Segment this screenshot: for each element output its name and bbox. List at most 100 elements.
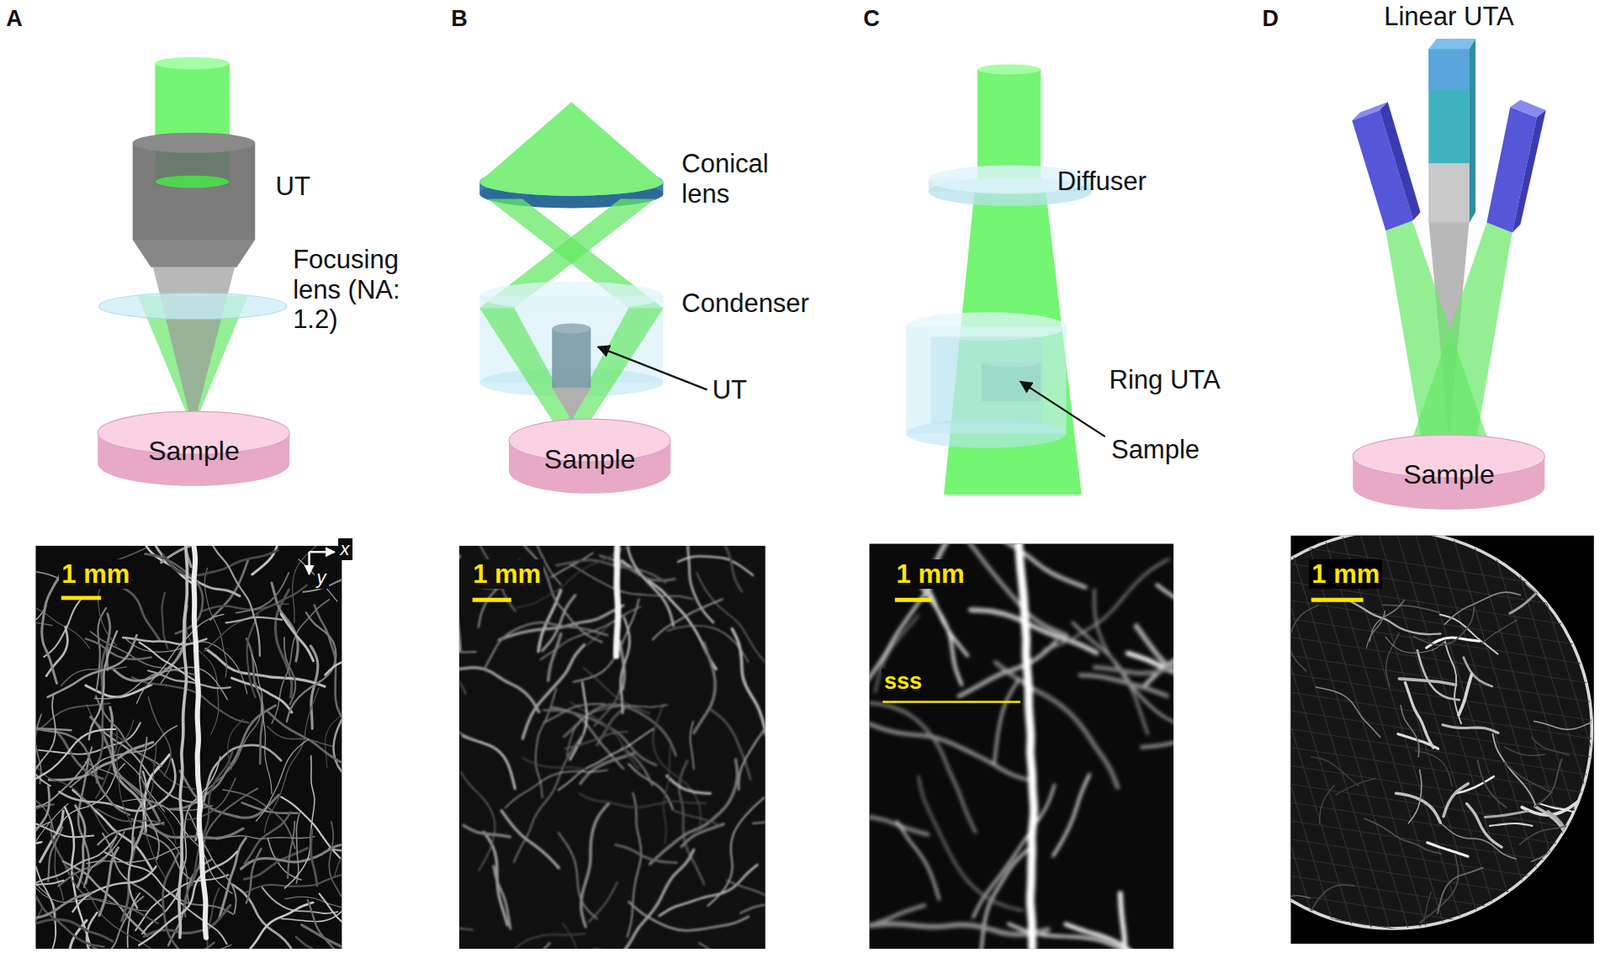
vessel bbox=[85, 639, 152, 660]
vessel bbox=[255, 739, 309, 822]
vessel bbox=[501, 810, 559, 869]
vessel bbox=[98, 579, 117, 646]
vessel bbox=[459, 651, 477, 674]
grid-line bbox=[1290, 585, 1592, 647]
vessel bbox=[459, 556, 461, 651]
vessel bbox=[139, 642, 199, 683]
vessel bbox=[1519, 824, 1594, 845]
vessel bbox=[1535, 806, 1567, 835]
scale-label: x bbox=[338, 538, 353, 560]
vessel bbox=[1547, 811, 1595, 844]
grid-line bbox=[1290, 535, 1592, 593]
vessel bbox=[150, 824, 244, 838]
vessel bbox=[896, 821, 939, 901]
vessel bbox=[92, 943, 214, 949]
panel-c-setup bbox=[905, 63, 1106, 495]
vessel bbox=[1366, 610, 1385, 648]
vessel bbox=[122, 799, 233, 894]
vessel bbox=[1443, 784, 1468, 817]
vessel bbox=[319, 894, 343, 950]
vessel bbox=[1413, 607, 1474, 646]
vessel bbox=[937, 544, 1068, 636]
vessel bbox=[663, 747, 671, 843]
vessel bbox=[163, 853, 192, 950]
vessel bbox=[1290, 605, 1318, 672]
vessel bbox=[542, 595, 576, 652]
vessel bbox=[271, 599, 330, 725]
vessel bbox=[1477, 760, 1506, 808]
vessel bbox=[1400, 705, 1420, 758]
vessel bbox=[1484, 810, 1527, 817]
vessel bbox=[86, 846, 184, 864]
vessel bbox=[35, 919, 112, 942]
vessel bbox=[103, 585, 159, 641]
vessel bbox=[204, 567, 227, 678]
vessel bbox=[35, 893, 91, 918]
vessel bbox=[285, 756, 315, 889]
grid-line bbox=[1290, 861, 1592, 923]
grid-line bbox=[1290, 535, 1335, 929]
vessel bbox=[1535, 759, 1563, 807]
grid-line bbox=[1377, 535, 1501, 929]
vessel bbox=[35, 862, 104, 947]
vessel bbox=[564, 704, 677, 757]
grid-line bbox=[1579, 535, 1595, 929]
vessel bbox=[463, 825, 510, 838]
vessel bbox=[474, 943, 551, 949]
vessel bbox=[116, 720, 134, 827]
vessel bbox=[711, 709, 751, 779]
vessel bbox=[1419, 853, 1459, 922]
vessel bbox=[266, 726, 333, 748]
vessel bbox=[1136, 625, 1174, 703]
vessel bbox=[996, 662, 1118, 789]
grid-line bbox=[1290, 732, 1592, 795]
grid-line bbox=[1290, 535, 1353, 929]
vessel bbox=[47, 635, 138, 698]
vessel bbox=[740, 905, 766, 949]
vessel bbox=[47, 826, 63, 881]
vessel bbox=[1441, 824, 1516, 860]
scale-label: 1 mm bbox=[894, 559, 968, 590]
vessel bbox=[1417, 650, 1460, 700]
grid-line bbox=[1290, 677, 1592, 739]
grid-line bbox=[1432, 535, 1556, 929]
grid-line bbox=[1340, 535, 1464, 929]
vessel bbox=[504, 770, 608, 809]
vessel bbox=[333, 825, 342, 878]
vessel bbox=[672, 810, 720, 826]
vessel bbox=[482, 933, 586, 949]
grid-line bbox=[1322, 535, 1446, 929]
vessel bbox=[1509, 566, 1580, 615]
vessel bbox=[35, 837, 117, 907]
grid-line bbox=[1290, 769, 1592, 832]
grid-line bbox=[1290, 641, 1592, 703]
sample-disc: Sample bbox=[1351, 434, 1546, 512]
image-b bbox=[351, 490, 873, 958]
vessel bbox=[615, 844, 678, 863]
vessel bbox=[1385, 636, 1447, 653]
vessel bbox=[61, 667, 127, 686]
vessel bbox=[1539, 803, 1581, 815]
vessel bbox=[566, 704, 668, 757]
vessel bbox=[689, 720, 694, 769]
vessel bbox=[1382, 604, 1440, 613]
vessel bbox=[286, 612, 336, 722]
vessel bbox=[459, 673, 472, 739]
image-d bbox=[1193, 530, 1600, 958]
grid-line bbox=[1290, 824, 1592, 886]
vessel bbox=[35, 672, 37, 748]
vessel bbox=[970, 609, 1097, 653]
vessel bbox=[694, 642, 716, 733]
vessel bbox=[871, 924, 1049, 935]
vessel bbox=[226, 617, 283, 624]
vessel bbox=[1315, 687, 1380, 738]
grid-line bbox=[1359, 535, 1483, 929]
vessel bbox=[1094, 589, 1149, 735]
main-vessel bbox=[193, 545, 207, 938]
grid-line bbox=[1290, 805, 1592, 868]
vessel bbox=[105, 852, 228, 944]
vessel bbox=[43, 598, 82, 657]
scale-label: 1 mm bbox=[470, 559, 544, 590]
vessel bbox=[1319, 785, 1335, 825]
vessel bbox=[1369, 600, 1404, 642]
